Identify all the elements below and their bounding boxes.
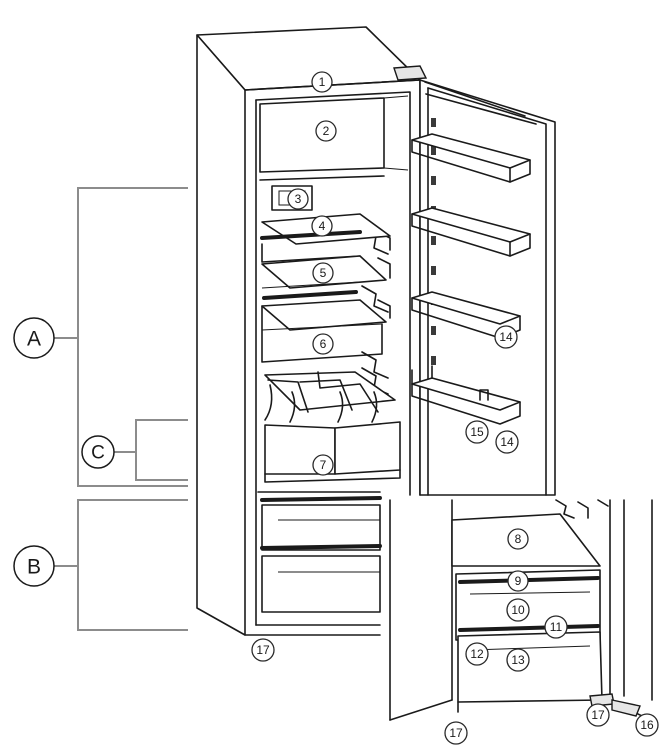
svg-text:17: 17: [591, 708, 605, 722]
svg-text:17: 17: [449, 726, 463, 740]
callout-3: 3: [287, 188, 309, 210]
svg-text:14: 14: [499, 330, 513, 344]
callout-17b: 17: [444, 721, 468, 745]
callout-11: 11: [544, 615, 568, 639]
door-bins: [411, 133, 531, 425]
callout-17a: 17: [251, 638, 275, 662]
callout-5: 5: [312, 262, 334, 284]
svg-text:3: 3: [295, 192, 302, 206]
group-brackets: [54, 187, 188, 631]
svg-text:7: 7: [320, 458, 327, 472]
callout-2: 2: [315, 120, 337, 142]
svg-text:B: B: [27, 556, 41, 579]
svg-text:12: 12: [470, 647, 484, 661]
svg-text:14: 14: [500, 435, 514, 449]
svg-text:11: 11: [550, 620, 563, 634]
callout-8: 8: [507, 528, 529, 550]
svg-text:10: 10: [511, 603, 525, 617]
bottle-baskets: [264, 371, 401, 483]
callout-10: 10: [506, 598, 530, 622]
glass-shelf-6: [261, 299, 387, 363]
svg-text:9: 9: [515, 574, 522, 588]
svg-text:4: 4: [319, 219, 326, 233]
svg-text:8: 8: [515, 532, 522, 546]
svg-text:5: 5: [320, 266, 327, 280]
svg-text:6: 6: [320, 337, 327, 351]
callout-15: 15: [465, 420, 489, 444]
svg-text:16: 16: [640, 718, 654, 732]
callout-7: 7: [312, 454, 334, 476]
group-label-A: A: [13, 317, 55, 359]
svg-text:C: C: [91, 443, 105, 464]
callout-14b: 14: [495, 430, 519, 454]
appliance-cabinet: [196, 26, 421, 636]
svg-text:A: A: [27, 328, 41, 351]
callout-14a: 14: [494, 325, 518, 349]
callout-9: 9: [507, 570, 529, 592]
svg-text:2: 2: [323, 124, 330, 138]
callout-16: 16: [635, 713, 659, 737]
callout-6: 6: [312, 333, 334, 355]
group-label-C: C: [81, 435, 115, 469]
callout-17c: 17: [586, 703, 610, 727]
callout-13: 13: [506, 648, 530, 672]
callout-4: 4: [311, 215, 333, 237]
group-label-B: B: [13, 545, 55, 587]
crisper-drawers-main: [257, 491, 382, 613]
callout-1: 1: [311, 71, 333, 93]
svg-text:17: 17: [256, 643, 270, 657]
callout-12: 12: [465, 642, 489, 666]
svg-text:15: 15: [470, 425, 484, 439]
svg-text:1: 1: [319, 75, 326, 89]
svg-text:13: 13: [511, 653, 525, 667]
